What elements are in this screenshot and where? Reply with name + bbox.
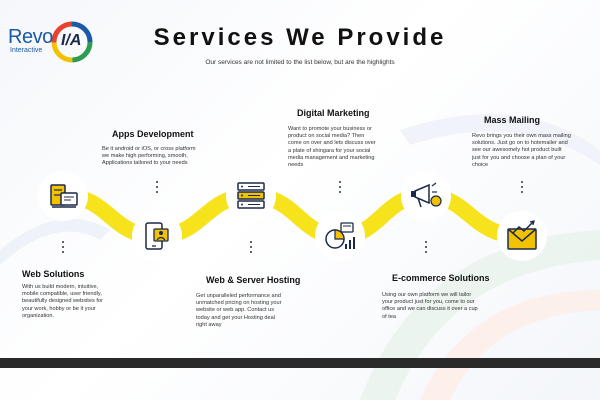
page-title: Services We Provide [153,24,447,51]
connector-digital-marketing [339,181,342,196]
megaphone-icon [411,182,442,208]
revo-logo[interactable]: I/A Revo Interactive [6,20,98,82]
digital-marketing-title: Digital Marketing [297,108,370,118]
web-server-hosting-node[interactable] [226,171,276,221]
web-solutions-desc: With us build modern, intuitive,mobile c… [22,284,103,319]
logo-subtitle: Interactive [10,47,43,54]
apps-development-title: Apps Development [112,129,194,139]
ecommerce-solutions-node[interactable] [401,171,451,221]
apps-development-node[interactable] [132,211,182,261]
logo-name: Revo [8,26,53,48]
marketing-chart-icon [325,222,355,249]
server-rack-icon [237,182,265,209]
logo-mark: I/A [61,32,82,49]
connector-mass-mailing [521,181,524,196]
mail-chart-icon [507,220,537,250]
footer-bar [0,358,600,368]
logo-ring-icon [51,21,93,63]
ecommerce-solutions-title: E-commerce Solutions [392,273,490,283]
mobile-app-icon [145,222,169,250]
web-solutions-title: Web Solutions [22,269,85,279]
page-subtitle: Our services are not limited to the list… [205,59,395,66]
connector-apps-development [156,181,159,196]
connector-web-server-hosting [250,241,253,256]
web-server-hosting-title: Web & Server Hosting [206,275,301,285]
web-solutions-node[interactable] [38,171,88,221]
connector-web-solutions [62,241,65,256]
connector-ecommerce-solutions [425,241,428,256]
server-screen-icon [50,184,78,208]
mass-mailing-title: Mass Mailing [484,115,541,125]
mass-mailing-node[interactable] [497,211,547,261]
digital-marketing-node[interactable] [315,211,365,261]
